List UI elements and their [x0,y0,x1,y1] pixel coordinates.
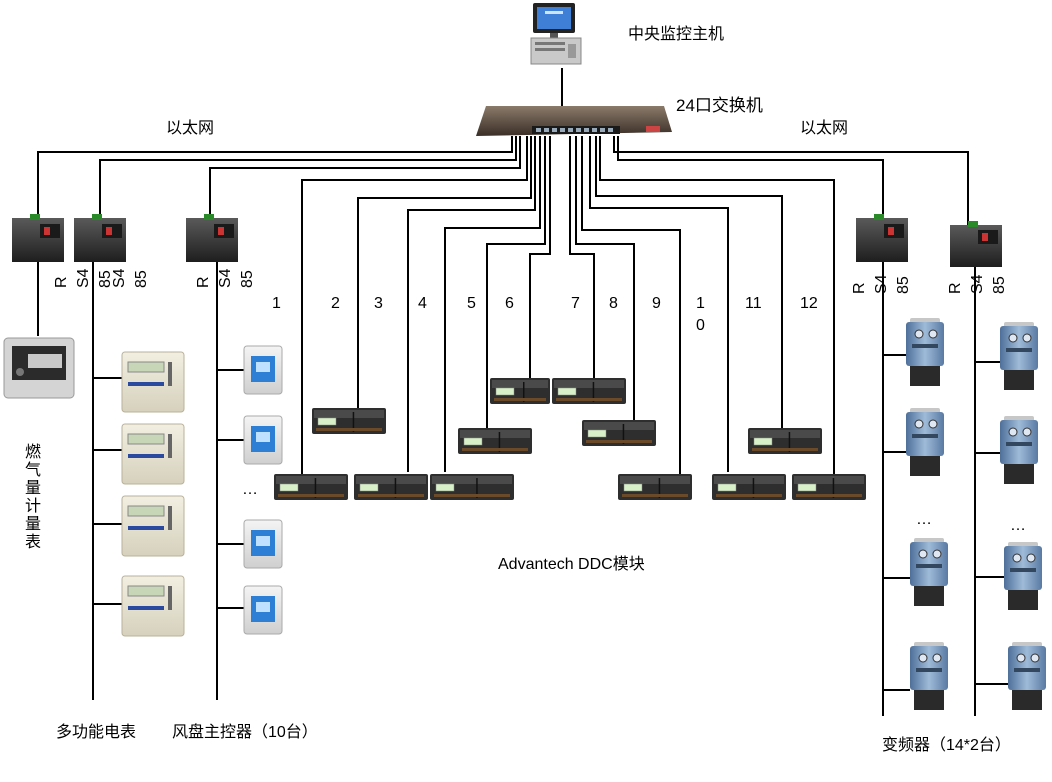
ellipsis: … [916,511,932,528]
converter-label: S4 [217,268,234,288]
port-number: 6 [505,295,514,312]
ddc-modules [274,378,866,500]
inverter-icon [1008,642,1046,710]
converter-icon [856,214,908,262]
inverter-icon [1000,322,1038,390]
ddc-module-icon [792,474,866,500]
switch-icon [476,106,672,136]
gas-meter-label: 燃气量计量表 [24,444,41,551]
port-number: 4 [418,295,427,312]
converter-label: 85 [133,270,150,288]
fan-coil-label: 风盘主控器（10台） [172,724,318,741]
ethernet-right-label: 以太网 [800,120,849,137]
gas-meter-icon [3,337,75,399]
ddc-label: Advantech DDC模块 [498,556,645,573]
inverter-icon [910,538,948,606]
port-number: 8 [609,295,618,312]
port-number: 1 0 [696,295,705,334]
converter-label: R [195,276,212,288]
ddc-module-icon [458,428,532,454]
ddc-module-icon [712,474,786,500]
inverter-icon [1004,542,1042,610]
ddc-module-icon [582,420,656,446]
converter-icon [12,214,64,262]
inverter-icon [1000,416,1038,484]
port-number: 11 [745,295,762,312]
converter-label: R [947,282,964,294]
ddc-module-icon [274,474,348,500]
port-number: 1 [272,295,281,312]
port-number: 12 [800,295,818,312]
ddc-module-icon [552,378,626,404]
thermostat-icon [243,345,283,395]
ethernet-left-label: 以太网 [166,120,215,137]
ddc-module-icon [618,474,692,500]
converter-label: R [53,276,70,288]
ddc-module-icon [354,474,428,500]
wiring [37,68,1008,716]
inverter-icon [906,408,944,476]
ellipsis: … [242,481,258,498]
multi-meter-icon [121,495,185,557]
converter-label: 85 [239,270,256,288]
converter-label: R [851,282,868,294]
thermostat-icon [243,585,283,635]
multi-meter-icon [121,351,185,413]
inverter-icon [910,642,948,710]
host-computer-icon [530,3,582,65]
converter-label: S4 [969,274,986,294]
port-number: 7 [571,295,580,312]
ellipsis: … [1010,517,1026,534]
converter-label: S4 [75,268,92,288]
converter-label: S4 [111,268,128,288]
thermostat-icon [243,519,283,569]
port-number: 3 [374,295,383,312]
port-number: 9 [652,295,661,312]
ddc-module-icon [490,378,550,404]
switch-label: 24口交换机 [676,96,763,115]
converter-icon [186,214,238,262]
host-label: 中央监控主机 [628,26,725,43]
multi-meter-label: 多功能电表 [56,724,137,741]
ddc-module-icon [312,408,386,434]
port-number: 5 [467,295,476,312]
inverter-label: 变频器（14*2台） [882,737,1011,754]
port-number: 2 [331,295,340,312]
converter-icon [950,221,1002,267]
converter-label: 85 [895,276,912,294]
thermostat-icon [243,415,283,465]
inverters [906,318,1046,710]
converter-icon [74,214,126,262]
multi-meter-icon [121,423,185,485]
converter-label: S4 [873,274,890,294]
inverter-icon [906,318,944,386]
ddc-module-icon [430,474,514,500]
ddc-module-icon [748,428,822,454]
converter-label: 85 [991,276,1008,294]
multi-meter-icon [121,575,185,637]
